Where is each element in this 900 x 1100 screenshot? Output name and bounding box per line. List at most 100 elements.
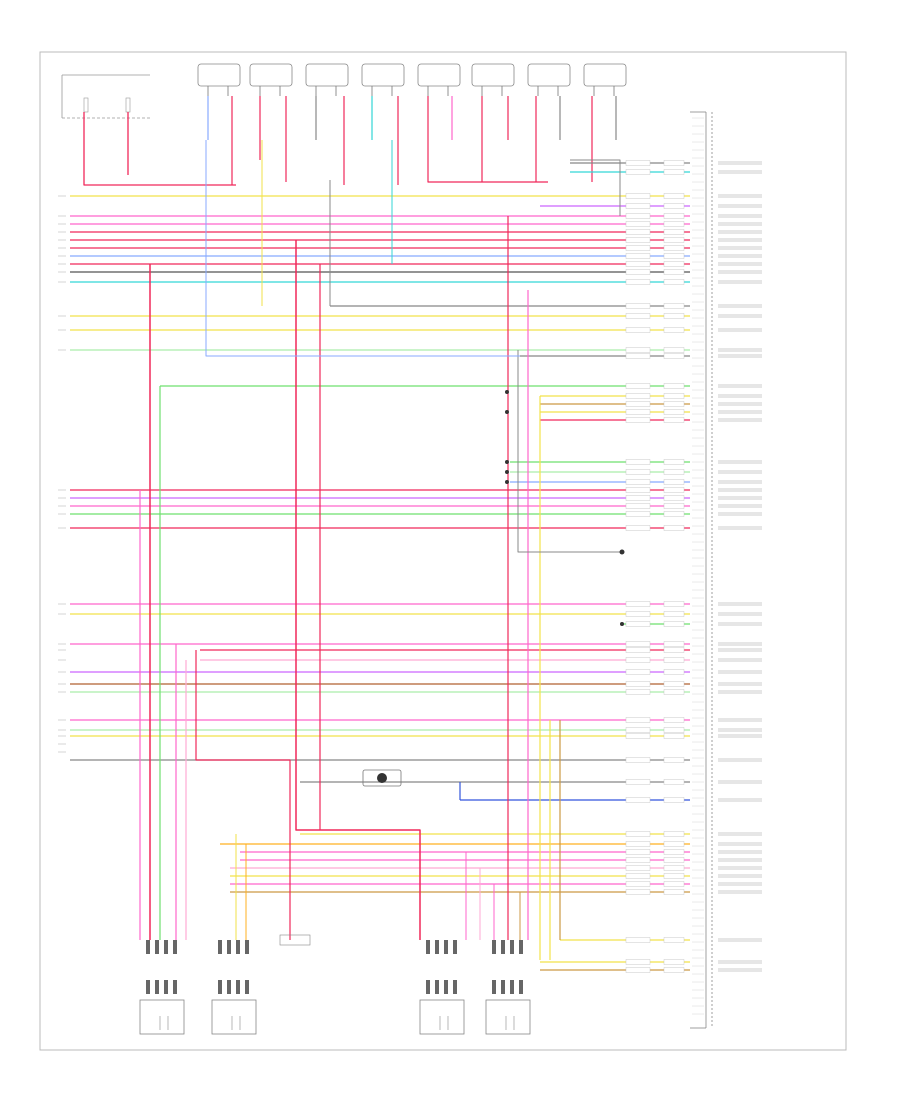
ecm-pin-label-13 xyxy=(718,280,762,284)
connector-dot-icon xyxy=(505,390,509,394)
injector-2-connector xyxy=(249,63,293,87)
wire-label-box xyxy=(625,937,651,943)
wire-label-box xyxy=(663,487,685,493)
wire-label-box xyxy=(663,169,685,175)
ecm-pin-label-47 xyxy=(718,832,762,836)
wire-label-box xyxy=(625,681,651,687)
oxygen-sensor-connectors xyxy=(139,940,531,1035)
ecm-pin-label-50 xyxy=(718,858,762,862)
connector-pin xyxy=(519,940,523,954)
trunk-wire xyxy=(195,650,291,940)
connector-pin xyxy=(245,940,249,954)
wire-label-box xyxy=(625,779,651,785)
wire-label-box xyxy=(625,253,651,259)
wire-label-box xyxy=(625,393,651,399)
connector-pin xyxy=(426,940,430,954)
injector-8-connector xyxy=(583,63,627,87)
ecm-pin-label-8 xyxy=(718,238,762,242)
wire-label-box xyxy=(663,511,685,517)
ecm-pin-label-24 xyxy=(718,460,762,464)
wire-label-box xyxy=(663,503,685,509)
ecm-pin-label-16 xyxy=(718,328,762,332)
ecm-pin-label-54 xyxy=(718,890,762,894)
wire-label-box xyxy=(663,857,685,863)
injector-4-connector xyxy=(361,63,405,87)
wire-label-box xyxy=(663,347,685,353)
wire-harness xyxy=(58,96,704,1015)
ecm-pin-label-10 xyxy=(718,254,762,258)
wire-label-box xyxy=(663,841,685,847)
ecm-pin-label-44 xyxy=(718,758,762,762)
wire-label-box xyxy=(663,669,685,675)
wire-label-box xyxy=(625,881,651,887)
connector-dot-icon xyxy=(505,480,509,484)
connector-dot-icon xyxy=(505,410,509,414)
wire-label-box xyxy=(625,611,651,617)
wire-label-box xyxy=(663,611,685,617)
fuse-feed-wire xyxy=(83,112,236,186)
wire-label-box xyxy=(625,967,651,973)
wire-label-box xyxy=(625,657,651,663)
wire-label-box xyxy=(663,393,685,399)
injector-1-connector xyxy=(197,63,241,87)
wire-label-box xyxy=(625,621,651,627)
wire-label-box xyxy=(625,797,651,803)
ecm-pin-label-42 xyxy=(718,728,762,732)
wire-label-box xyxy=(663,937,685,943)
ecm-connector xyxy=(690,111,713,1029)
oxygen-sensor-4-connector xyxy=(485,999,531,1035)
ecm-pin-label-32 xyxy=(718,602,762,606)
connector-dot-icon xyxy=(620,622,624,626)
ecm-pin-label-27 xyxy=(718,488,762,492)
wire-label-box xyxy=(625,717,651,723)
wire-label-box xyxy=(625,849,651,855)
connector-pin xyxy=(519,980,523,994)
connector-pin xyxy=(146,940,150,954)
wire-label-box xyxy=(625,417,651,423)
connector-pin xyxy=(236,940,240,954)
wire-label-box xyxy=(663,525,685,531)
wire-label-box xyxy=(625,303,651,309)
wire-label-box xyxy=(625,641,651,647)
connector-pin xyxy=(218,980,222,994)
wire-label-box xyxy=(625,495,651,501)
connector-dot-icon xyxy=(505,460,509,464)
ecm-pin-label-1 xyxy=(718,161,762,165)
wire-label-box xyxy=(663,757,685,763)
wire-label-box xyxy=(663,383,685,389)
oxygen-sensor-1-connector xyxy=(139,999,185,1035)
ecm-pin-label-18 xyxy=(718,354,762,358)
ecm-pin-label-53 xyxy=(718,882,762,886)
wire-label-box xyxy=(663,203,685,209)
wire-label-box xyxy=(663,213,685,219)
ecm-pin-label-46 xyxy=(718,798,762,802)
wire-label-box xyxy=(663,261,685,267)
connector-pin xyxy=(501,940,505,954)
wire-label-box xyxy=(663,601,685,607)
fuse-block xyxy=(61,74,150,119)
wire-label-box xyxy=(625,261,651,267)
wire-label-box xyxy=(663,681,685,687)
ecm-pin-label-11 xyxy=(718,262,762,266)
ecm-pin-label-41 xyxy=(718,718,762,722)
connector-pin xyxy=(173,980,177,994)
connector-pin xyxy=(510,940,514,954)
wire-label-box xyxy=(663,889,685,895)
wire-label-box xyxy=(663,237,685,243)
connector-pin xyxy=(146,980,150,994)
wire-label-box xyxy=(625,327,651,333)
wire-label-box xyxy=(663,717,685,723)
wire-label-box xyxy=(625,865,651,871)
wire-label-box xyxy=(625,857,651,863)
wire-label-box xyxy=(663,327,685,333)
wire-label-box xyxy=(663,779,685,785)
wire-label-box xyxy=(663,245,685,251)
connector-pin xyxy=(164,940,168,954)
wire-label-box xyxy=(625,459,651,465)
wire-label-box xyxy=(625,347,651,353)
wire-tags xyxy=(625,160,762,973)
wire-label-box xyxy=(663,873,685,879)
wire-label-box xyxy=(625,203,651,209)
wire-label-box xyxy=(625,831,651,837)
ecm-pin-label-37 xyxy=(718,658,762,662)
